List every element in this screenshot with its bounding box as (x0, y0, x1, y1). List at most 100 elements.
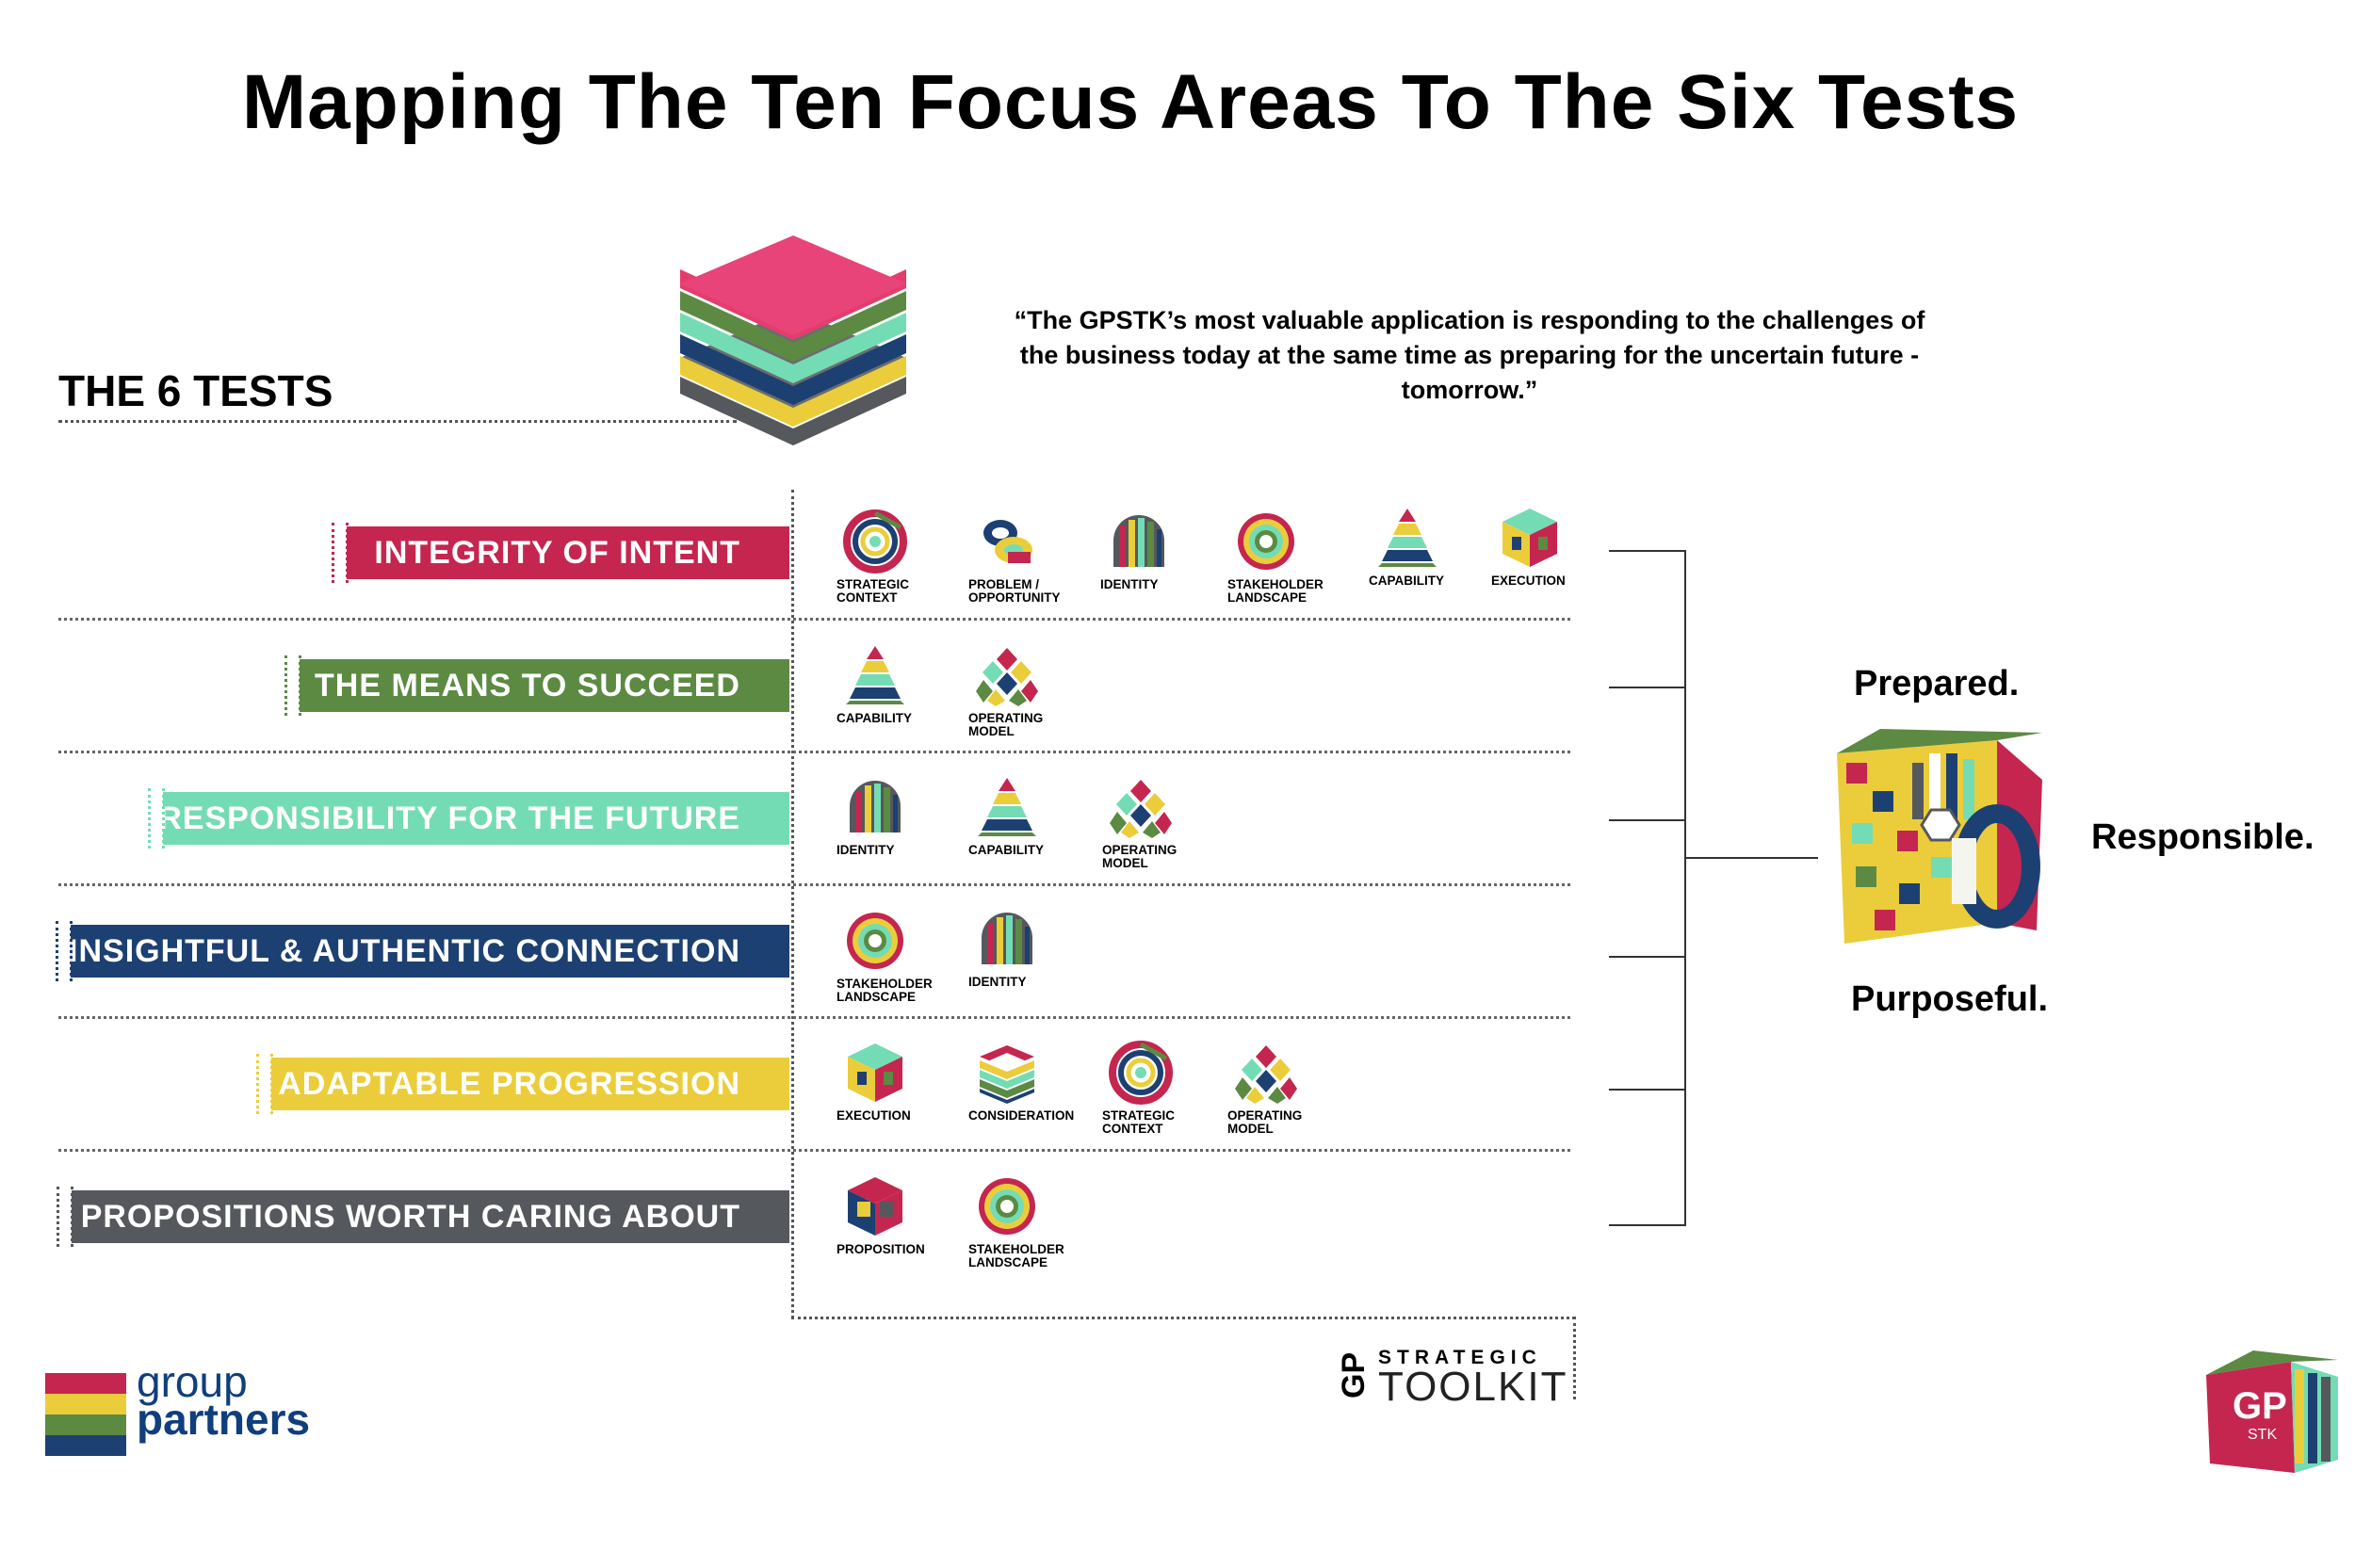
row-separator (58, 1016, 1570, 1019)
logo-text-group: group (137, 1357, 248, 1406)
focus-area-execution: EXECUTION (836, 1040, 950, 1123)
capability-icon (842, 642, 908, 708)
focus-area-label: STAKEHOLDER LANDSCAPE (836, 977, 933, 1004)
strategic-context-icon (1108, 1040, 1174, 1106)
proposition-icon (842, 1173, 908, 1239)
operating-model-icon (1108, 774, 1174, 840)
focus-area-label: CAPABILITY (968, 843, 1044, 857)
bracket-tick (1609, 1089, 1686, 1091)
focus-area-label: STAKEHOLDER LANDSCAPE (1227, 577, 1324, 605)
focus-area-label: CAPABILITY (836, 711, 912, 725)
test-label: THE MEANS TO SUCCEED (315, 667, 740, 703)
logo-text-partners: partners (137, 1395, 311, 1444)
strategic-context-icon (842, 509, 908, 574)
test-bar-means-to-succeed: THE MEANS TO SUCCEED (284, 655, 789, 716)
focus-area-problem-opportunity: PROBLEM / OPPORTUNITY (968, 509, 1081, 605)
focus-area-label: IDENTITY (836, 843, 895, 857)
test-label: ADAPTABLE PROGRESSION (278, 1065, 740, 1102)
bar-marker (57, 1187, 73, 1247)
focus-area-execution: EXECUTION (1491, 505, 1604, 588)
test-bar-integrity-of-intent: INTEGRITY OF INTENT (332, 523, 789, 583)
toolkit-label-strategic: STRATEGIC (1378, 1347, 1542, 1368)
focus-area-operating-model: OPERATING MODEL (968, 642, 1081, 738)
test-label: PROPOSITIONS WORTH CARING ABOUT (80, 1198, 740, 1235)
bracket-tick (1609, 550, 1686, 552)
row-separator (58, 1149, 1570, 1152)
operating-model-icon (974, 642, 1040, 708)
toolkit-divider (1573, 1317, 1576, 1399)
capability-icon (974, 774, 1040, 840)
focus-area-label: OPERATING MODEL (1102, 843, 1178, 870)
test-bar-adaptable-progression: ADAPTABLE PROGRESSION (256, 1054, 789, 1114)
focus-area-proposition: PROPOSITION (836, 1173, 950, 1256)
focus-area-label: EXECUTION (836, 1108, 911, 1123)
focus-area-stakeholder-landscape: STAKEHOLDER LANDSCAPE (968, 1173, 1081, 1269)
gpstk-cube-icon (1837, 729, 2042, 944)
trait-responsible: Responsible. (2091, 817, 2314, 857)
test-bar-insightful-authentic-connection: INSIGHTFUL & AUTHENTIC CONNECTION (56, 921, 789, 981)
group-partners-logo-icon (45, 1373, 126, 1456)
tests-heading: THE 6 TESTS (58, 366, 333, 415)
focus-area-operating-model: OPERATING MODEL (1102, 774, 1215, 870)
focus-area-capability: CAPABILITY (1369, 505, 1482, 588)
bracket-tick (1609, 956, 1686, 958)
focus-area-label: OPERATING MODEL (968, 711, 1044, 738)
toolkit-label-toolkit: TOOLKIT (1378, 1364, 1568, 1410)
focus-area-capability: CAPABILITY (968, 774, 1081, 857)
consideration-icon (974, 1040, 1040, 1106)
stakeholder-landscape-icon (842, 908, 908, 974)
test-bar-propositions-worth-caring-about: PROPOSITIONS WORTH CARING ABOUT (57, 1187, 789, 1247)
focus-area-label: OPERATING MODEL (1227, 1108, 1303, 1136)
focus-area-label: CAPABILITY (1369, 574, 1444, 588)
problem-opportunity-icon (974, 509, 1040, 574)
identity-icon (974, 906, 1040, 972)
bar-marker (256, 1054, 273, 1114)
row-separator (58, 618, 1570, 621)
test-label: RESPONSIBILITY FOR THE FUTURE (158, 800, 740, 836)
focus-area-label: EXECUTION (1491, 574, 1566, 588)
row-separator (58, 883, 1570, 886)
bracket-tick (1609, 819, 1686, 821)
focus-area-stakeholder-landscape: STAKEHOLDER LANDSCAPE (836, 908, 950, 1004)
row-separator (58, 751, 1570, 753)
vertical-divider (791, 490, 794, 1318)
test-bar-responsibility-for-the-future: RESPONSIBILITY FOR THE FUTURE (148, 788, 789, 849)
capability-icon (1374, 505, 1440, 571)
focus-area-label: IDENTITY (1100, 577, 1159, 591)
focus-area-strategic-context: STRATEGIC CONTEXT (1102, 1040, 1215, 1136)
focus-area-identity: IDENTITY (836, 774, 950, 857)
trait-purposeful: Purposeful. (1851, 979, 2049, 1019)
focus-area-identity: IDENTITY (1100, 509, 1213, 591)
focus-area-label: STRATEGIC CONTEXT (1102, 1108, 1175, 1136)
identity-icon (1106, 509, 1172, 574)
corner-logo-gp: GP (2233, 1385, 2287, 1427)
corner-logo-stk: STK (2248, 1427, 2277, 1443)
stakeholder-landscape-icon (1233, 509, 1299, 574)
trait-prepared: Prepared. (1854, 664, 2020, 703)
bracket-spine (1684, 550, 1686, 1226)
execution-icon (842, 1040, 908, 1106)
heading-divider (58, 420, 737, 423)
focus-area-label: IDENTITY (968, 975, 1027, 989)
focus-area-label: STAKEHOLDER LANDSCAPE (968, 1242, 1064, 1269)
focus-area-label: CONSIDERATION (968, 1108, 1075, 1123)
focus-area-stakeholder-landscape: STAKEHOLDER LANDSCAPE (1227, 509, 1340, 605)
toolkit-gp-mark: GP (1336, 1351, 1372, 1398)
execution-icon (1497, 505, 1563, 571)
bar-marker (284, 655, 301, 716)
quote: “The GPSTK’s most valuable application i… (1014, 306, 1925, 404)
focus-area-identity: IDENTITY (968, 906, 1081, 989)
operating-model-icon (1233, 1040, 1299, 1106)
gp-stk-corner-logo-icon: GP STK (2206, 1350, 2338, 1473)
test-label: INTEGRITY OF INTENT (374, 534, 740, 571)
focus-area-label: STRATEGIC CONTEXT (836, 577, 909, 605)
focus-area-label: PROBLEM / OPPORTUNITY (968, 577, 1061, 605)
bar-marker (148, 788, 165, 849)
page-title: Mapping The Ten Focus Areas To The Six T… (241, 59, 2020, 145)
identity-icon (842, 774, 908, 840)
focus-area-consideration: CONSIDERATION (968, 1040, 1081, 1123)
bracket-tick (1609, 687, 1686, 688)
bottom-divider (791, 1317, 1575, 1319)
bar-marker (56, 921, 73, 981)
six-tests-stack-icon (680, 235, 906, 445)
